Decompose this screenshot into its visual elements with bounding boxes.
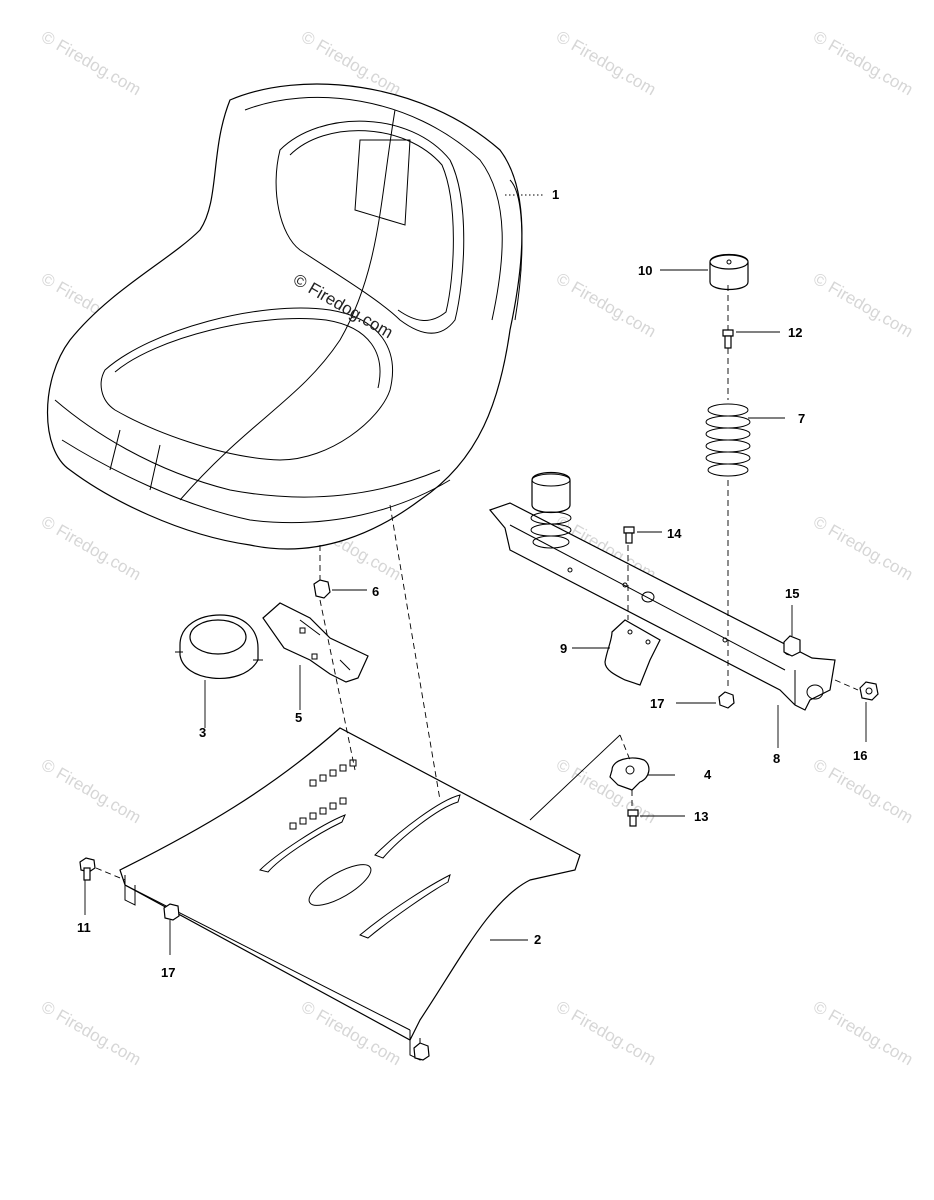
seat-part xyxy=(47,83,523,550)
watermark: © Firedog.com xyxy=(38,755,144,827)
callout-2: 2 xyxy=(534,932,541,947)
bracket-washer-part xyxy=(609,757,650,791)
bolt-part-11 xyxy=(79,857,126,915)
watermark: © Firedog.com xyxy=(553,997,659,1069)
callout-11: 11 xyxy=(77,920,91,935)
watermark: © Firedog.com xyxy=(810,269,916,341)
callout-14: 14 xyxy=(667,526,682,541)
bumper-part xyxy=(660,253,749,291)
callout-13: 13 xyxy=(694,809,708,824)
plate-adjust-slots xyxy=(289,759,357,830)
callout-7: 7 xyxy=(798,411,805,426)
callout-6: 6 xyxy=(372,584,379,599)
watermark: © Firedog.com xyxy=(38,27,144,99)
callout-4: 4 xyxy=(704,767,712,782)
watermark: © Firedog.com xyxy=(810,755,916,827)
watermark: © Firedog.com xyxy=(810,512,916,584)
watermark: © Firedog.com xyxy=(810,27,916,99)
callout-5: 5 xyxy=(295,710,302,725)
screw-part-12 xyxy=(722,329,780,349)
bracket-part xyxy=(572,619,661,686)
watermark: © Firedog.com xyxy=(38,997,144,1069)
nut-part-16 xyxy=(834,679,879,742)
watermark: © Firedog.com xyxy=(553,269,659,341)
callout-labels: 1 10 12 7 14 6 15 9 17 5 3 8 16 4 13 11 … xyxy=(77,187,867,980)
callout-3: 3 xyxy=(199,725,206,740)
nut-plate-front xyxy=(413,1042,430,1061)
callout-12: 12 xyxy=(788,325,802,340)
callout-15: 15 xyxy=(785,586,799,601)
switch-bracket-part xyxy=(262,602,369,710)
watermark: © Firedog.com xyxy=(553,27,659,99)
seat-rail-part xyxy=(488,502,836,748)
callout-16: 16 xyxy=(853,748,867,763)
nut-part xyxy=(313,579,367,599)
spring-part xyxy=(705,403,785,477)
watermark: © Firedog.com xyxy=(38,512,144,584)
callout-9: 9 xyxy=(560,641,567,656)
screw-part-14 xyxy=(623,526,662,544)
rail-bumper-part xyxy=(530,471,572,549)
nut-part-17-plate xyxy=(163,903,180,955)
clip-part-15 xyxy=(783,605,801,657)
pin-part-13 xyxy=(627,809,685,827)
seat-switch-part xyxy=(175,614,263,728)
callout-1: 1 xyxy=(552,187,559,202)
callout-10: 10 xyxy=(638,263,652,278)
callout-17-rail: 17 xyxy=(650,696,664,711)
callout-8: 8 xyxy=(773,751,780,766)
assembly-lines xyxy=(319,285,729,821)
callout-17-plate: 17 xyxy=(161,965,175,980)
nut-part-17-rail xyxy=(676,691,735,709)
seat-plate-part xyxy=(119,727,581,1061)
watermark: © Firedog.com xyxy=(810,997,916,1069)
